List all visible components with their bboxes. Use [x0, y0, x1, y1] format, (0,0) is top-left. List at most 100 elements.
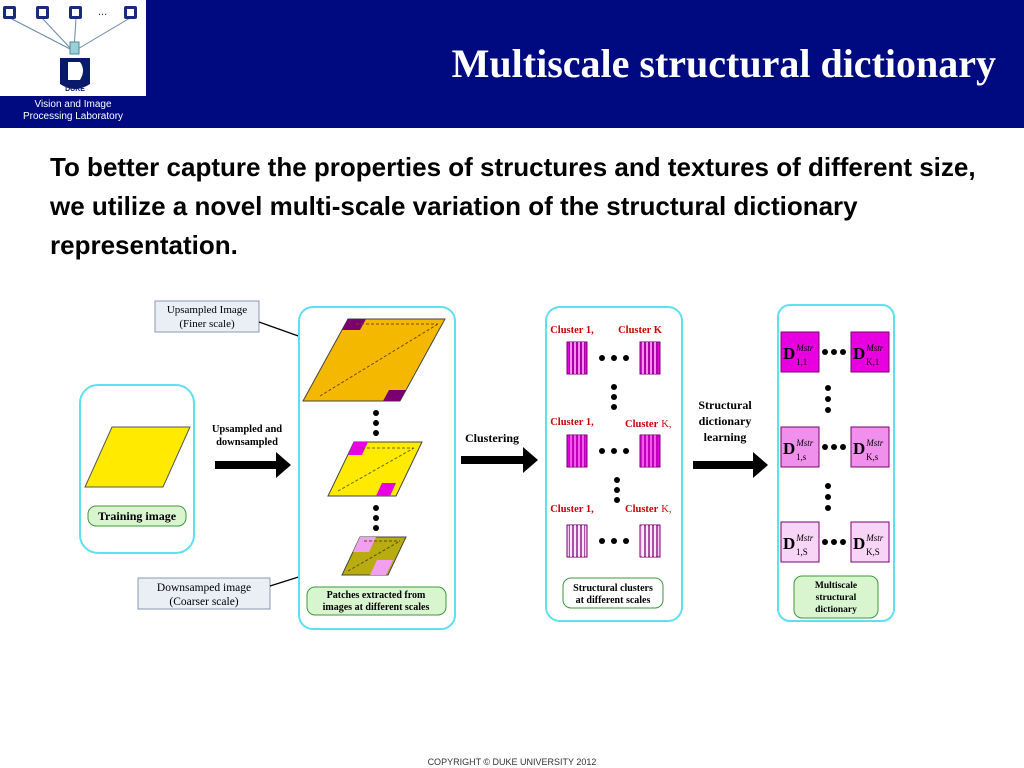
training-label-box — [87, 505, 187, 527]
dict-row1-first-sub: 1,1 — [796, 357, 807, 367]
cluster-row2-last-word: Cluster — [625, 419, 659, 430]
original-scan-path — [337, 447, 415, 492]
dict-row1-last-symbol: D — [853, 344, 865, 363]
downsampled-label-line2: (Coarser scale) — [169, 596, 238, 608]
step2-arrow — [461, 447, 538, 473]
upsampled-label-line1: Upsampled Image — [167, 304, 247, 316]
dict-row1-first-box — [780, 331, 820, 373]
dict-row1-last-sub: K,1 — [866, 357, 879, 367]
dict-row1-first-sup: Mstr — [795, 343, 814, 353]
dict-row2-dots — [822, 444, 846, 450]
copyright-footer: COPYRIGHT © DUKE UNIVERSITY 2012 — [427, 757, 597, 767]
logo-text: DUKE — [65, 86, 85, 93]
dict-row3-first-sup: Mstr — [795, 533, 814, 543]
dict-row2-last-box — [850, 426, 890, 468]
dict-row3-dots — [822, 539, 846, 545]
header-bar: ... DUKE Vision and Image Processing Lab… — [0, 0, 1024, 128]
step3-label-line3: learning — [704, 430, 747, 444]
step3-label-line2: dictionary — [699, 414, 752, 428]
cluster-row3-last-suffix: K, — [661, 504, 671, 515]
dict-row3-last-box — [850, 521, 890, 563]
cluster-row3-last-word: Cluster — [625, 504, 659, 515]
downsampled-patch-bottom — [370, 560, 393, 575]
dictionary-label-line3: dictionary — [815, 605, 857, 615]
network-logo-icon: ... DUKE — [3, 6, 137, 93]
dict-row3-first-box — [780, 521, 820, 563]
cluster-row2-dots — [599, 448, 629, 454]
dict-scale-dots-1 — [825, 385, 831, 413]
intro-text: To better capture the properties of stru… — [50, 152, 976, 260]
upsampled-label-line2: (Finer scale) — [179, 318, 235, 330]
upsampled-label-box — [154, 300, 260, 333]
clusters-label-line1: Structural clusters — [573, 583, 653, 594]
dictionary-label-line1: Multiscale — [815, 581, 857, 591]
dict-row2-last-sup: Mstr — [865, 438, 884, 448]
dict-row3-last-sub: K,S — [866, 547, 880, 557]
lab-logo: ... DUKE — [0, 0, 146, 96]
step2-label: Clustering — [465, 431, 519, 445]
original-patch-top — [348, 442, 368, 455]
cluster-row3-dots — [599, 538, 629, 544]
dictionary-label-line2: structural — [816, 593, 857, 603]
cluster-row1-last-label: Cluster K — [618, 325, 663, 336]
patches-label-box — [306, 586, 447, 616]
downsampled-scan-path — [347, 540, 401, 572]
dict-row2-last-symbol: D — [853, 439, 865, 458]
patches-label-line2: images at different scales — [323, 602, 430, 613]
clusters-panel — [545, 306, 683, 622]
scale-dots-2 — [373, 505, 379, 531]
downsampled-label-box — [137, 577, 271, 610]
cluster-scale-dots-2 — [614, 477, 620, 503]
cluster-row2-last-suffix: K, — [661, 419, 671, 430]
dict-row1-dots — [822, 349, 846, 355]
training-image-shape — [84, 426, 191, 488]
dict-row1-last-box — [850, 331, 890, 373]
step1-arrow — [215, 452, 291, 478]
training-label: Training image — [98, 509, 177, 523]
cluster-scale-dots-1 — [611, 384, 617, 410]
step3-arrow — [693, 452, 768, 478]
scale-dots-1 — [373, 410, 379, 436]
upsampled-patch-top — [342, 319, 366, 330]
cluster-row1-dots — [599, 355, 629, 361]
dict-row1-last-sup: Mstr — [865, 343, 884, 353]
logo-ellipsis: ... — [98, 6, 107, 18]
lab-name: Vision and Image Processing Laboratory — [22, 99, 124, 122]
dict-row3-last-symbol: D — [853, 534, 865, 553]
page-title: Multiscale structural dictionary — [451, 41, 996, 86]
original-image-shape — [327, 441, 423, 497]
dict-row3-last-sup: Mstr — [865, 533, 884, 543]
dict-row3-first-symbol: D — [783, 534, 795, 553]
step3-label-line1: Structural — [698, 398, 752, 412]
dict-row2-first-sup: Mstr — [795, 438, 814, 448]
dict-row2-first-sub: 1,s — [796, 452, 807, 462]
dictionary-label-box — [793, 575, 879, 619]
upsampled-patch-bottom — [383, 390, 406, 401]
cluster-row2-first-label: Cluster 1, — [550, 417, 594, 428]
dict-row2-first-box — [780, 426, 820, 468]
dict-row2-first-symbol: D — [783, 439, 795, 458]
step1-label-line2: downsampled — [216, 437, 278, 448]
step1-label-line1: Upsampled and — [212, 424, 282, 435]
downsampled-label-line1: Downsamped image — [157, 582, 251, 594]
dict-row3-first-sub: 1,S — [796, 547, 808, 557]
dict-scale-dots-2 — [825, 483, 831, 511]
original-patch-bottom — [376, 483, 396, 496]
patches-label-line1: Patches extracted from — [327, 590, 426, 601]
upsampled-scan-path — [319, 323, 439, 397]
dict-row1-first-symbol: D — [783, 344, 795, 363]
cluster-row1-first-label: Cluster 1, — [550, 325, 594, 336]
dict-row2-last-sub: K,s — [866, 452, 879, 462]
clusters-label-box — [562, 577, 664, 609]
clusters-label-line2: at different scales — [576, 595, 651, 606]
cluster-row3-first-label: Cluster 1, — [550, 504, 594, 515]
